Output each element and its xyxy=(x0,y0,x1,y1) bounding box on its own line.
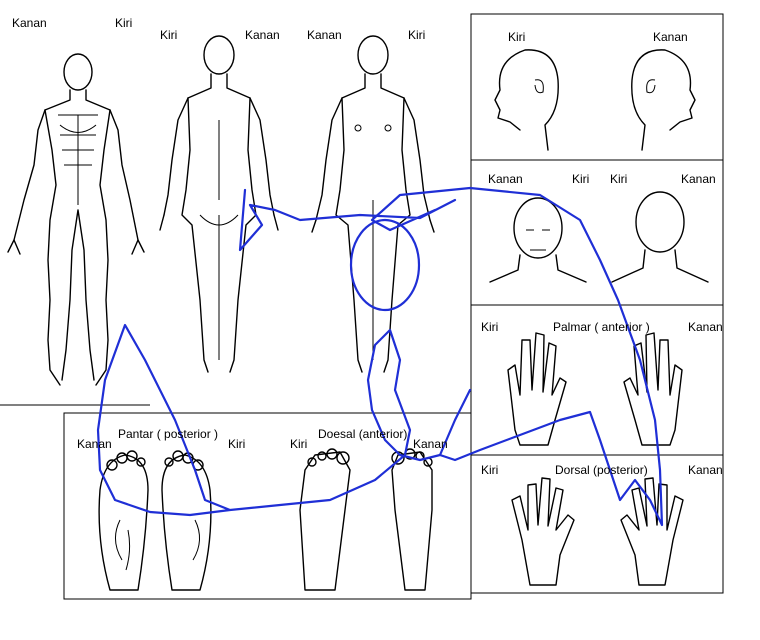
freehand-annotation xyxy=(96,186,664,527)
dorsal-hands-left-label: Kiri xyxy=(481,463,499,477)
back-body-figure xyxy=(159,35,279,373)
back-body-right-label: Kanan xyxy=(245,28,280,42)
front-muscle-left-label: Kiri xyxy=(115,16,133,30)
dorsal-feet-title: Doesal (anterior) xyxy=(318,427,408,441)
head-profile-left-label: Kiri xyxy=(508,30,526,44)
head-back-left-label: Kiri xyxy=(610,172,628,186)
dorsal-hands-title: Dorsal (posterior) xyxy=(555,463,648,477)
panel-borders xyxy=(0,13,724,600)
head-profile-drawings xyxy=(494,49,696,151)
palmar-title: Palmar ( anterior ) xyxy=(553,320,650,334)
front-muscle-figure xyxy=(7,53,145,386)
dorsal-feet-right-label: Kanan xyxy=(413,437,448,451)
back-body-left-label: Kiri xyxy=(160,28,178,42)
front-body-figure xyxy=(311,35,435,373)
front-muscle-right-label: Kanan xyxy=(12,16,47,30)
dorsal-hand-drawings xyxy=(511,477,684,586)
front-body-right-label: Kanan xyxy=(307,28,342,42)
head-front-left-label: Kiri xyxy=(572,172,590,186)
head-front-right-label: Kanan xyxy=(488,172,523,186)
dorsal-feet-drawings xyxy=(299,448,433,591)
plantar-left-label: Kiri xyxy=(228,437,246,451)
plantar-title: Pantar ( posterior ) xyxy=(118,427,219,441)
dorsal-feet-left-label: Kiri xyxy=(290,437,308,451)
head-back-right-label: Kanan xyxy=(681,172,716,186)
palmar-left-label: Kiri xyxy=(481,320,499,334)
head-profile-right-label: Kanan xyxy=(653,30,688,44)
head-front-back-drawings xyxy=(489,191,709,283)
plantar-feet-drawings xyxy=(98,450,212,591)
dorsal-hands-right-label: Kanan xyxy=(688,463,723,477)
front-body-left-label: Kiri xyxy=(408,28,426,42)
palmar-right-label: Kanan xyxy=(688,320,723,334)
plantar-right-label: Kanan xyxy=(77,437,112,451)
